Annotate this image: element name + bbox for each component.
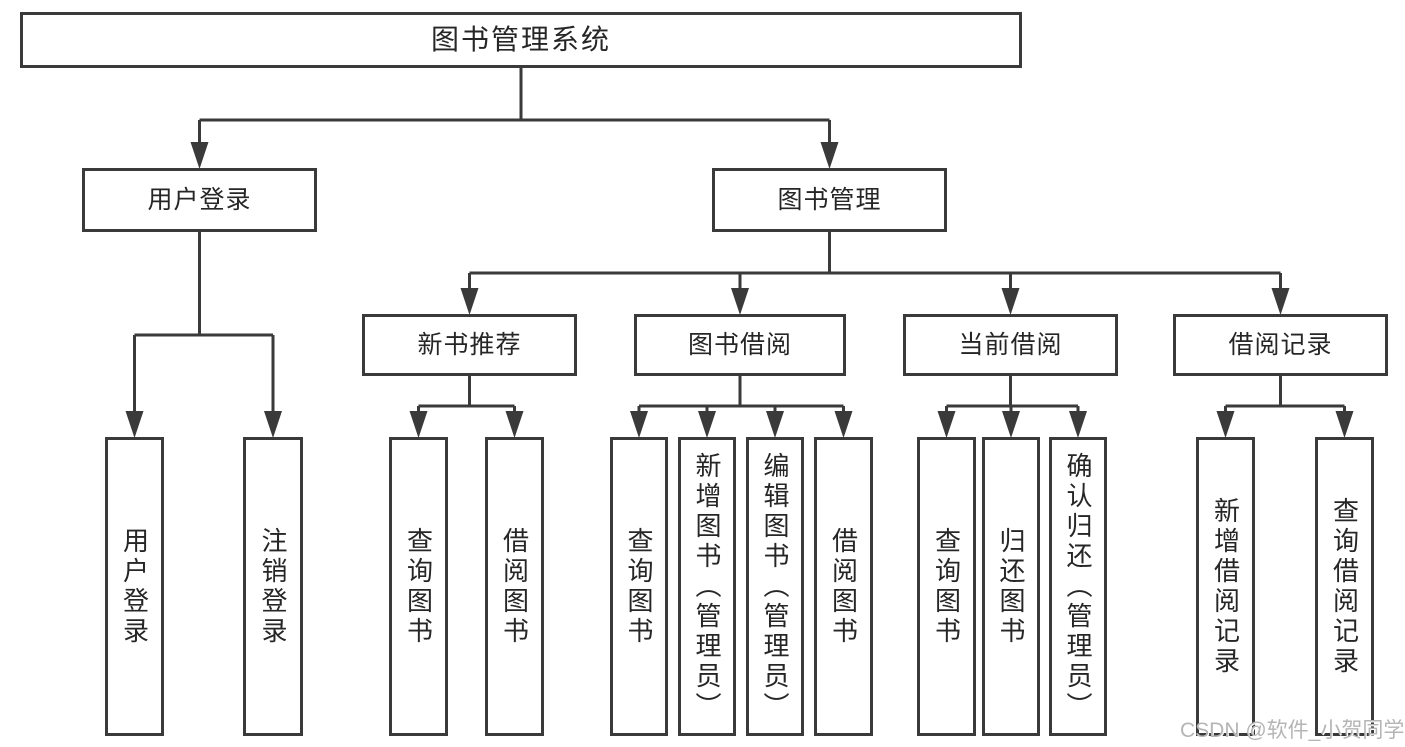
arrowhead-icon [1002,411,1020,438]
node-user-login: 用户登录 [82,168,317,232]
arrowhead-icon [1001,288,1020,315]
arrowhead-icon [1216,411,1235,438]
node-leaf-user-login: 用户登录 [105,437,164,736]
arrowhead-icon [731,288,749,315]
node-label: 确认归还（管理员） [1063,451,1093,722]
node-leaf-cb-return-books: 归还图书 [982,437,1040,736]
node-book-management: 图书管理 [712,168,947,232]
node-label: 图书管理系统 [430,24,611,55]
arrowhead-icon [1069,411,1087,438]
node-new-book-recommendation: 新书推荐 [362,314,577,376]
node-leaf-bb-query-books: 查询图书 [610,437,668,736]
node-root: 图书管理系统 [20,12,1022,68]
arrowhead-icon [409,411,428,438]
node-borrowing-records: 借阅记录 [1173,314,1388,376]
node-leaf-nbr-query-books: 查询图书 [389,437,448,736]
node-label: 图书借阅 [687,330,792,359]
node-label: 编辑图书（管理员） [760,451,790,722]
arrowhead-icon [264,411,282,438]
arrowhead-icon [834,411,853,438]
arrowhead-icon [766,411,784,438]
node-label: 借阅图书 [828,526,859,647]
arrowhead-icon [937,411,956,438]
arrowhead-icon [820,142,839,169]
node-leaf-br-add-record: 新增借阅记录 [1196,437,1255,736]
node-label: 查询图书 [403,526,434,647]
node-label: 用户登录 [119,526,150,647]
arrowhead-icon [505,411,524,438]
node-label: 新书推荐 [417,330,522,359]
arrowhead-icon [698,411,716,438]
node-label: 查询图书 [624,526,654,647]
arrowhead-icon [630,411,648,438]
node-label: 借阅图书 [499,526,530,647]
node-label: 查询图书 [931,526,962,647]
node-leaf-cb-confirm-return: 确认归还（管理员） [1049,437,1107,736]
node-label: 新增图书（管理员） [692,451,722,722]
node-label: 新增借阅记录 [1210,496,1241,677]
node-leaf-bb-add-books: 新增图书（管理员） [678,437,736,736]
node-leaf-nbr-borrow-books: 借阅图书 [485,437,544,736]
arrowhead-icon [125,411,144,438]
node-label: 注销登录 [258,526,288,647]
node-leaf-br-query-record: 查询借阅记录 [1315,437,1374,736]
node-leaf-bb-borrow-books: 借阅图书 [814,437,873,736]
arrowhead-icon [190,142,209,169]
node-label: 查询借阅记录 [1329,496,1360,677]
node-label: 当前借阅 [958,330,1063,359]
arrowhead-icon [460,288,479,315]
node-current-borrowing: 当前借阅 [903,314,1118,376]
arrowhead-icon [1271,288,1290,315]
node-label: 图书管理 [777,185,882,214]
node-leaf-logout: 注销登录 [243,437,303,736]
node-label: 借阅记录 [1228,330,1333,359]
node-label: 归还图书 [996,526,1026,647]
node-leaf-cb-query-books: 查询图书 [917,437,976,736]
node-label: 用户登录 [147,185,252,214]
node-leaf-bb-edit-books: 编辑图书（管理员） [746,437,804,736]
watermark: CSDN @软件_小贺同学 [1180,719,1405,742]
node-book-borrowing: 图书借阅 [634,314,846,376]
arrowhead-icon [1335,411,1354,438]
